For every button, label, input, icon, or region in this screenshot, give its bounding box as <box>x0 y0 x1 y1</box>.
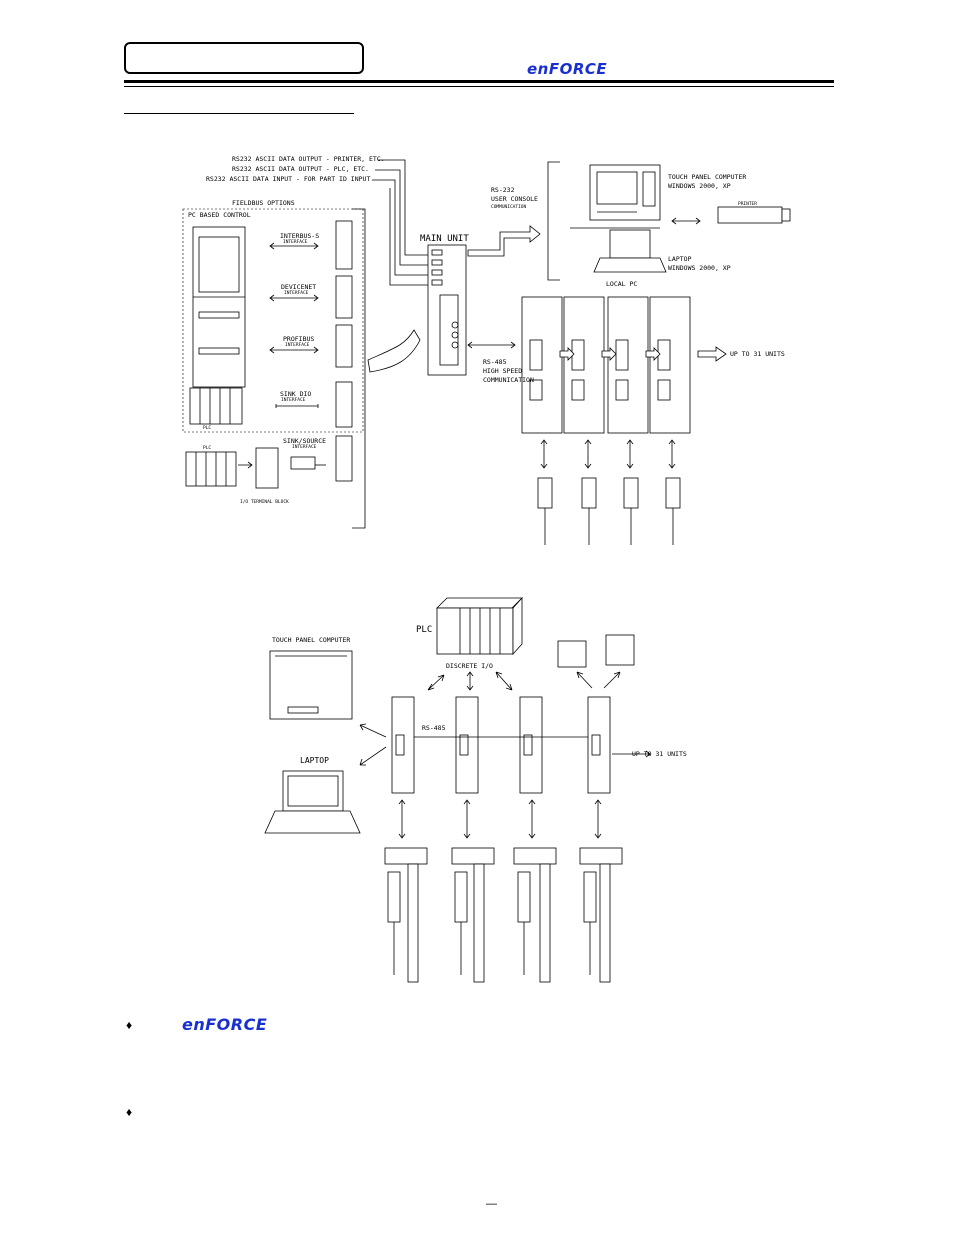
high-speed-label: HIGH SPEED <box>483 367 523 375</box>
rs232-label: RS-232 <box>491 186 515 194</box>
rs485-label-2: RS-485 <box>422 724 446 732</box>
sink-dio-sub-label: INTERFACE <box>281 398 306 403</box>
small-panel-1 <box>557 640 587 668</box>
touch-panel-computer-2 <box>269 650 353 720</box>
fieldbus-cable <box>367 329 421 373</box>
devicenet-label: DEVICENET <box>281 283 317 291</box>
printer-1 <box>717 206 783 224</box>
nutrunner-tools-1 <box>537 477 681 545</box>
header-rule-thick <box>124 80 834 83</box>
pc-based-control-label: PC BASED CONTROL <box>188 211 251 219</box>
header-title-box <box>124 42 364 74</box>
plc-label-2: PLC <box>203 446 212 451</box>
plc-label-diagram2: PLC <box>416 625 433 635</box>
main-unit-box <box>427 244 467 376</box>
io-terminal-block-label: I/O TERMINAL BLOCK <box>240 500 289 505</box>
plc-rack-diagram2 <box>436 607 514 655</box>
touch-panel-os-label: WINDOWS 2000, XP <box>668 182 731 190</box>
touch-panel-label-1: TOUCH PANEL COMPUTER <box>668 173 747 181</box>
sink-source-sub-label: INTERFACE <box>292 445 317 450</box>
local-pc-label: LOCAL PC <box>606 280 638 288</box>
fieldbus-bracket <box>352 208 366 529</box>
plc-rack-2 <box>185 451 237 487</box>
rs485-label-1: RS-485 <box>483 358 507 366</box>
devicenet-sub-label: INTERFACE <box>284 291 309 296</box>
io-terminal-block <box>255 447 279 489</box>
printer-label: PRINTER <box>738 202 757 207</box>
header-rule-thin <box>124 86 834 87</box>
rs485-arrow-1 <box>467 341 516 349</box>
touch-panel-label-2: TOUCH PANEL COMPUTER <box>272 636 351 644</box>
laptop-label-1: LAPTOP <box>668 255 692 263</box>
tool-arrows-2 <box>398 799 602 839</box>
tool-arrows-1 <box>540 439 676 469</box>
printer-arrow <box>671 217 701 225</box>
interface-arrows <box>238 242 326 469</box>
up-to-units-label-2: UP TO 31 UNITS <box>632 750 687 758</box>
bullet-2: ♦ <box>126 1105 133 1119</box>
pc-arrows <box>359 723 387 766</box>
main-unit-label: MAIN UNIT <box>420 234 469 244</box>
pc-cabinet <box>192 226 246 388</box>
communication-label-1: COMMUNICATION <box>491 205 527 210</box>
profibus-label: PROFIBUS <box>283 335 315 343</box>
rs232-output-printer-label: RS232 ASCII DATA OUTPUT - PRINTER, ETC. <box>232 155 385 163</box>
fieldbus-region <box>182 208 364 433</box>
small-panel-2 <box>605 634 635 666</box>
fieldbus-options-label: FIELDBUS OPTIONS <box>232 199 295 207</box>
touch-panel-computer-1 <box>589 164 661 221</box>
sink-dio-label: SINK DIO <box>280 390 312 398</box>
communication-label-2: COMMUNICATION <box>483 376 534 384</box>
up-to-units-label-1: UP TO 31 UNITS <box>730 350 785 358</box>
section-heading-underline <box>124 113 354 114</box>
laptop-2 <box>282 770 344 812</box>
laptop-os-label: WINDOWS 2000, XP <box>668 264 731 272</box>
controller-link-arrows <box>559 346 727 362</box>
user-console-label: USER CONSOLE <box>491 195 538 203</box>
laptop-1 <box>609 229 651 259</box>
plc-rack-1 <box>189 387 243 425</box>
page-number-mark: — <box>486 1198 497 1210</box>
profibus-sub-label: INTERFACE <box>285 343 310 348</box>
rs232-output-lines <box>372 159 430 286</box>
connector-cable <box>290 456 316 470</box>
rs232-output-plc-label: RS232 ASCII DATA OUTPUT - PLC, ETC. <box>232 165 369 173</box>
interface-cards <box>335 220 353 482</box>
discrete-io-label: DISCRETE I/O <box>446 662 493 670</box>
plc-label-1: PLC <box>203 426 212 431</box>
tool-stands-2 <box>384 847 623 983</box>
interbus-label: INTERBUS-S <box>280 232 320 240</box>
laptop-label-2: LAPTOP <box>300 756 329 765</box>
sink-source-label: SINK/SOURCE <box>283 437 327 445</box>
bullet-1-logo: enFORCE <box>182 1015 268 1034</box>
discrete-io-arrows <box>427 671 621 691</box>
up-to-arrow-2 <box>612 750 651 758</box>
interbus-sub-label: INTERFACE <box>283 240 308 245</box>
bullet-1: ♦ <box>126 1018 133 1032</box>
controller-units-2 <box>391 696 611 794</box>
controller-units-1 <box>521 296 691 434</box>
rs232-arrow <box>467 225 541 257</box>
local-pc-bracket <box>547 161 560 281</box>
header-logo: enFORCE <box>527 60 608 78</box>
rs232-input-partid-label: RS232 ASCII DATA INPUT - FOR PART ID INP… <box>206 175 371 183</box>
